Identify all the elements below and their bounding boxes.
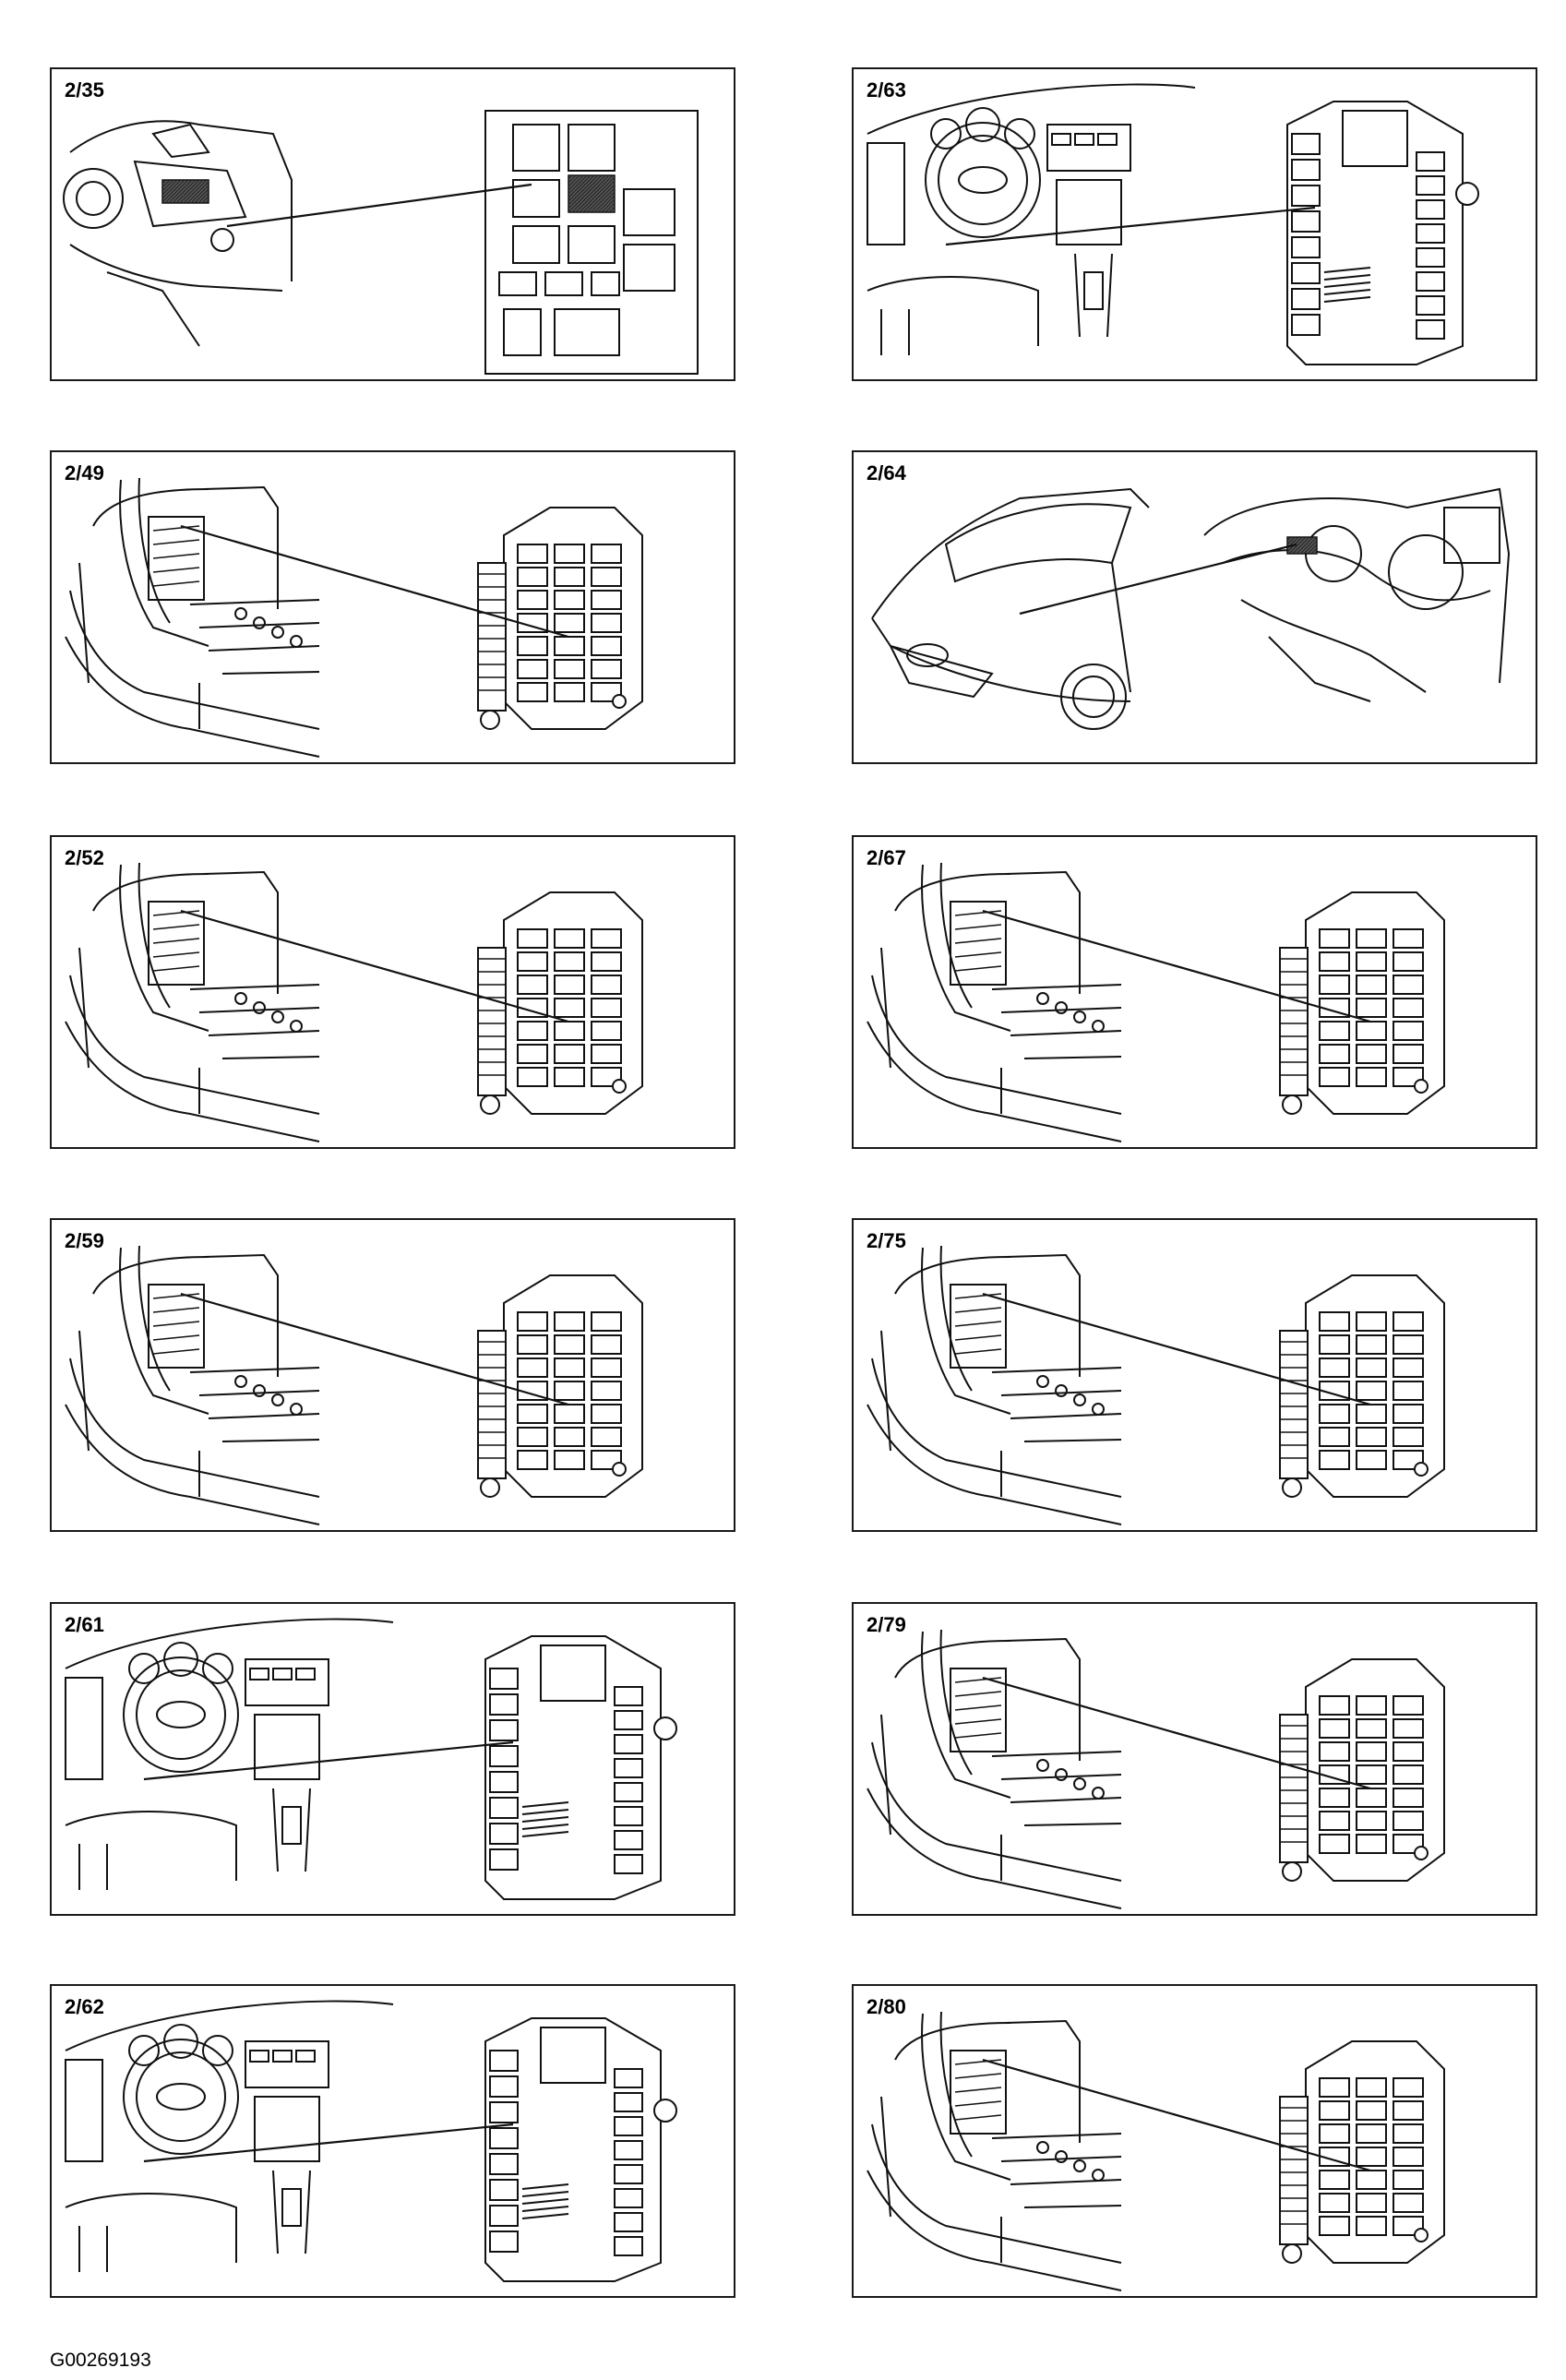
panel-2-79: 2/79 xyxy=(852,1602,1537,1916)
panel-label: 2/79 xyxy=(867,1613,906,1636)
panel-label: 2/63 xyxy=(867,78,906,102)
panel-2-62: 2/62 xyxy=(50,1984,735,2298)
panel-label: 2/35 xyxy=(65,78,104,102)
panel-2-49: 2/49 xyxy=(50,450,735,764)
panel-2-59: 2/59 xyxy=(50,1218,735,1532)
panel-illustration xyxy=(867,2011,1445,2291)
panel-illustration xyxy=(65,477,643,758)
panel-label: 2/62 xyxy=(65,1995,104,2018)
panel-2-75: 2/75 xyxy=(852,1218,1537,1532)
panel-2-35: 2/35 xyxy=(50,67,735,381)
panel-illustration xyxy=(867,1245,1445,1525)
panel-illustration xyxy=(867,83,1479,365)
panel-label: 2/80 xyxy=(867,1995,906,2018)
panel-2-64: 2/64 xyxy=(852,450,1537,764)
panel-2-67: 2/67 xyxy=(852,835,1537,1149)
figure-code: G00269193 xyxy=(50,2350,151,2371)
panel-label: 2/64 xyxy=(867,461,906,484)
panel-illustration xyxy=(63,110,699,375)
panel-label: 2/61 xyxy=(65,1613,104,1636)
panel-illustration xyxy=(867,862,1445,1142)
panel-illustration xyxy=(871,487,1511,730)
panel-illustration xyxy=(65,1245,643,1525)
panel-illustration xyxy=(65,2000,677,2282)
panel-2-80: 2/80 xyxy=(852,1984,1537,2298)
panel-illustration xyxy=(65,1618,677,1900)
panel-label: 2/67 xyxy=(867,846,906,869)
panel-2-63: 2/63 xyxy=(852,67,1537,381)
panel-illustration xyxy=(65,862,643,1142)
panel-label: 2/52 xyxy=(65,846,104,869)
panel-label: 2/59 xyxy=(65,1229,104,1252)
panel-illustration xyxy=(867,1629,1445,1909)
panel-2-52: 2/52 xyxy=(50,835,735,1149)
panel-label: 2/49 xyxy=(65,461,104,484)
panel-label: 2/75 xyxy=(867,1229,906,1252)
panel-2-61: 2/61 xyxy=(50,1602,735,1916)
